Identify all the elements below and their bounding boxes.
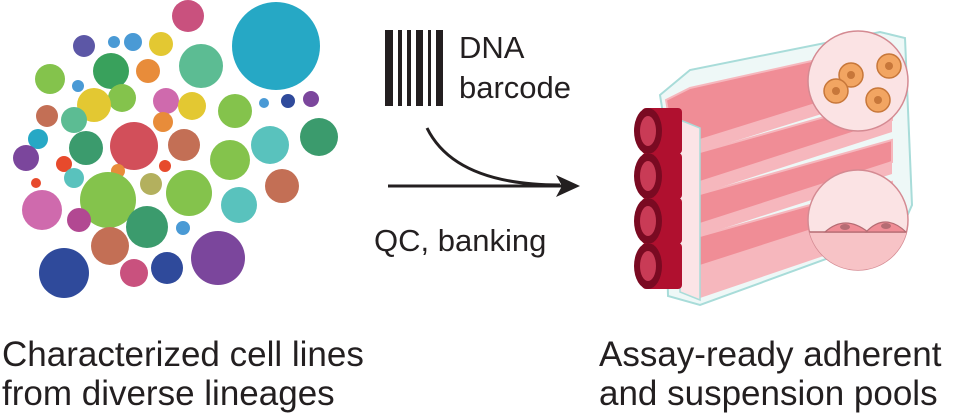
suspension-cell-icon (823, 78, 849, 104)
cell-line-circle (210, 140, 250, 180)
cell-line-circle (259, 98, 269, 108)
flask-cap-icon (634, 198, 682, 244)
cell-line-circle (35, 64, 65, 94)
left-caption-line2: from diverse lineages (2, 374, 335, 413)
cell-line-circle (110, 122, 158, 170)
process-arrow-icon (388, 127, 580, 197)
cell-line-circle (31, 178, 41, 188)
cell-line-circle (176, 221, 190, 235)
cell-line-circle (151, 252, 183, 284)
barcode-label-line1: DNA (459, 30, 525, 65)
cell-line-circle (22, 190, 62, 230)
right-caption-line2: and suspension pools (599, 374, 938, 413)
adherent-cell-icon (823, 222, 870, 233)
cell-line-circle (179, 44, 223, 88)
cell-line-circle (153, 88, 179, 114)
cell-line-circle (221, 187, 257, 223)
cell-line-circle (80, 172, 136, 228)
flask-cap-icon (634, 153, 682, 199)
cell-line-circle (56, 156, 72, 172)
flask-cap-icon (634, 108, 682, 154)
cell-line-circle (218, 94, 252, 128)
cell-line-circle (178, 92, 206, 120)
cell-line-circle (232, 2, 320, 90)
cell-line-circle (28, 129, 48, 149)
cell-line-circle (166, 170, 212, 216)
cell-line-circle (69, 131, 103, 165)
process-label: QC, banking (374, 223, 547, 258)
cell-line-circle (36, 105, 58, 127)
cell-line-circle (67, 208, 91, 232)
barcode-label-line2: barcode (459, 70, 572, 105)
cell-line-circle (120, 259, 148, 287)
cell-line-circle (108, 36, 120, 48)
cell-line-circle (39, 248, 89, 298)
cell-line-circle (108, 84, 136, 112)
cell-line-circle (159, 160, 171, 172)
suspension-cell-icon (865, 87, 891, 113)
barcode-icon (385, 30, 443, 106)
flask-caps (634, 108, 682, 289)
cell-line-circle (191, 231, 245, 285)
suspension-cells-inset (807, 30, 909, 132)
cell-line-circle (153, 112, 173, 132)
flask-cap-icon (634, 243, 682, 289)
cell-line-circle (281, 94, 295, 108)
cell-line-circle (303, 91, 319, 107)
cell-line-circle (300, 118, 338, 156)
cell-line-circle (172, 0, 204, 32)
adherent-cell-icon (864, 221, 908, 233)
cell-line-circle (149, 32, 173, 56)
suspension-cell-icon (876, 53, 902, 79)
cell-line-circle (13, 145, 39, 171)
suspension-cell-icon (838, 62, 864, 88)
cell-line-circle (64, 168, 84, 188)
cell-line-circle (265, 169, 299, 203)
right-caption-line1: Assay-ready adherent (599, 335, 942, 374)
cell-line-circle (93, 53, 129, 89)
cell-line-circle (124, 33, 142, 51)
cell-line-circle (61, 107, 87, 133)
cell-line-circle (136, 59, 160, 83)
cell-line-circle (126, 206, 168, 248)
cell-line-circle (72, 80, 84, 92)
cell-line-circle (168, 129, 200, 161)
cell-line-circle (77, 88, 111, 122)
cell-line-circle (251, 126, 289, 164)
cell-line-circle (91, 227, 129, 265)
left-caption-line1: Characterized cell lines (2, 335, 364, 374)
cell-line-circle (73, 35, 95, 57)
cell-line-circle (140, 173, 162, 195)
